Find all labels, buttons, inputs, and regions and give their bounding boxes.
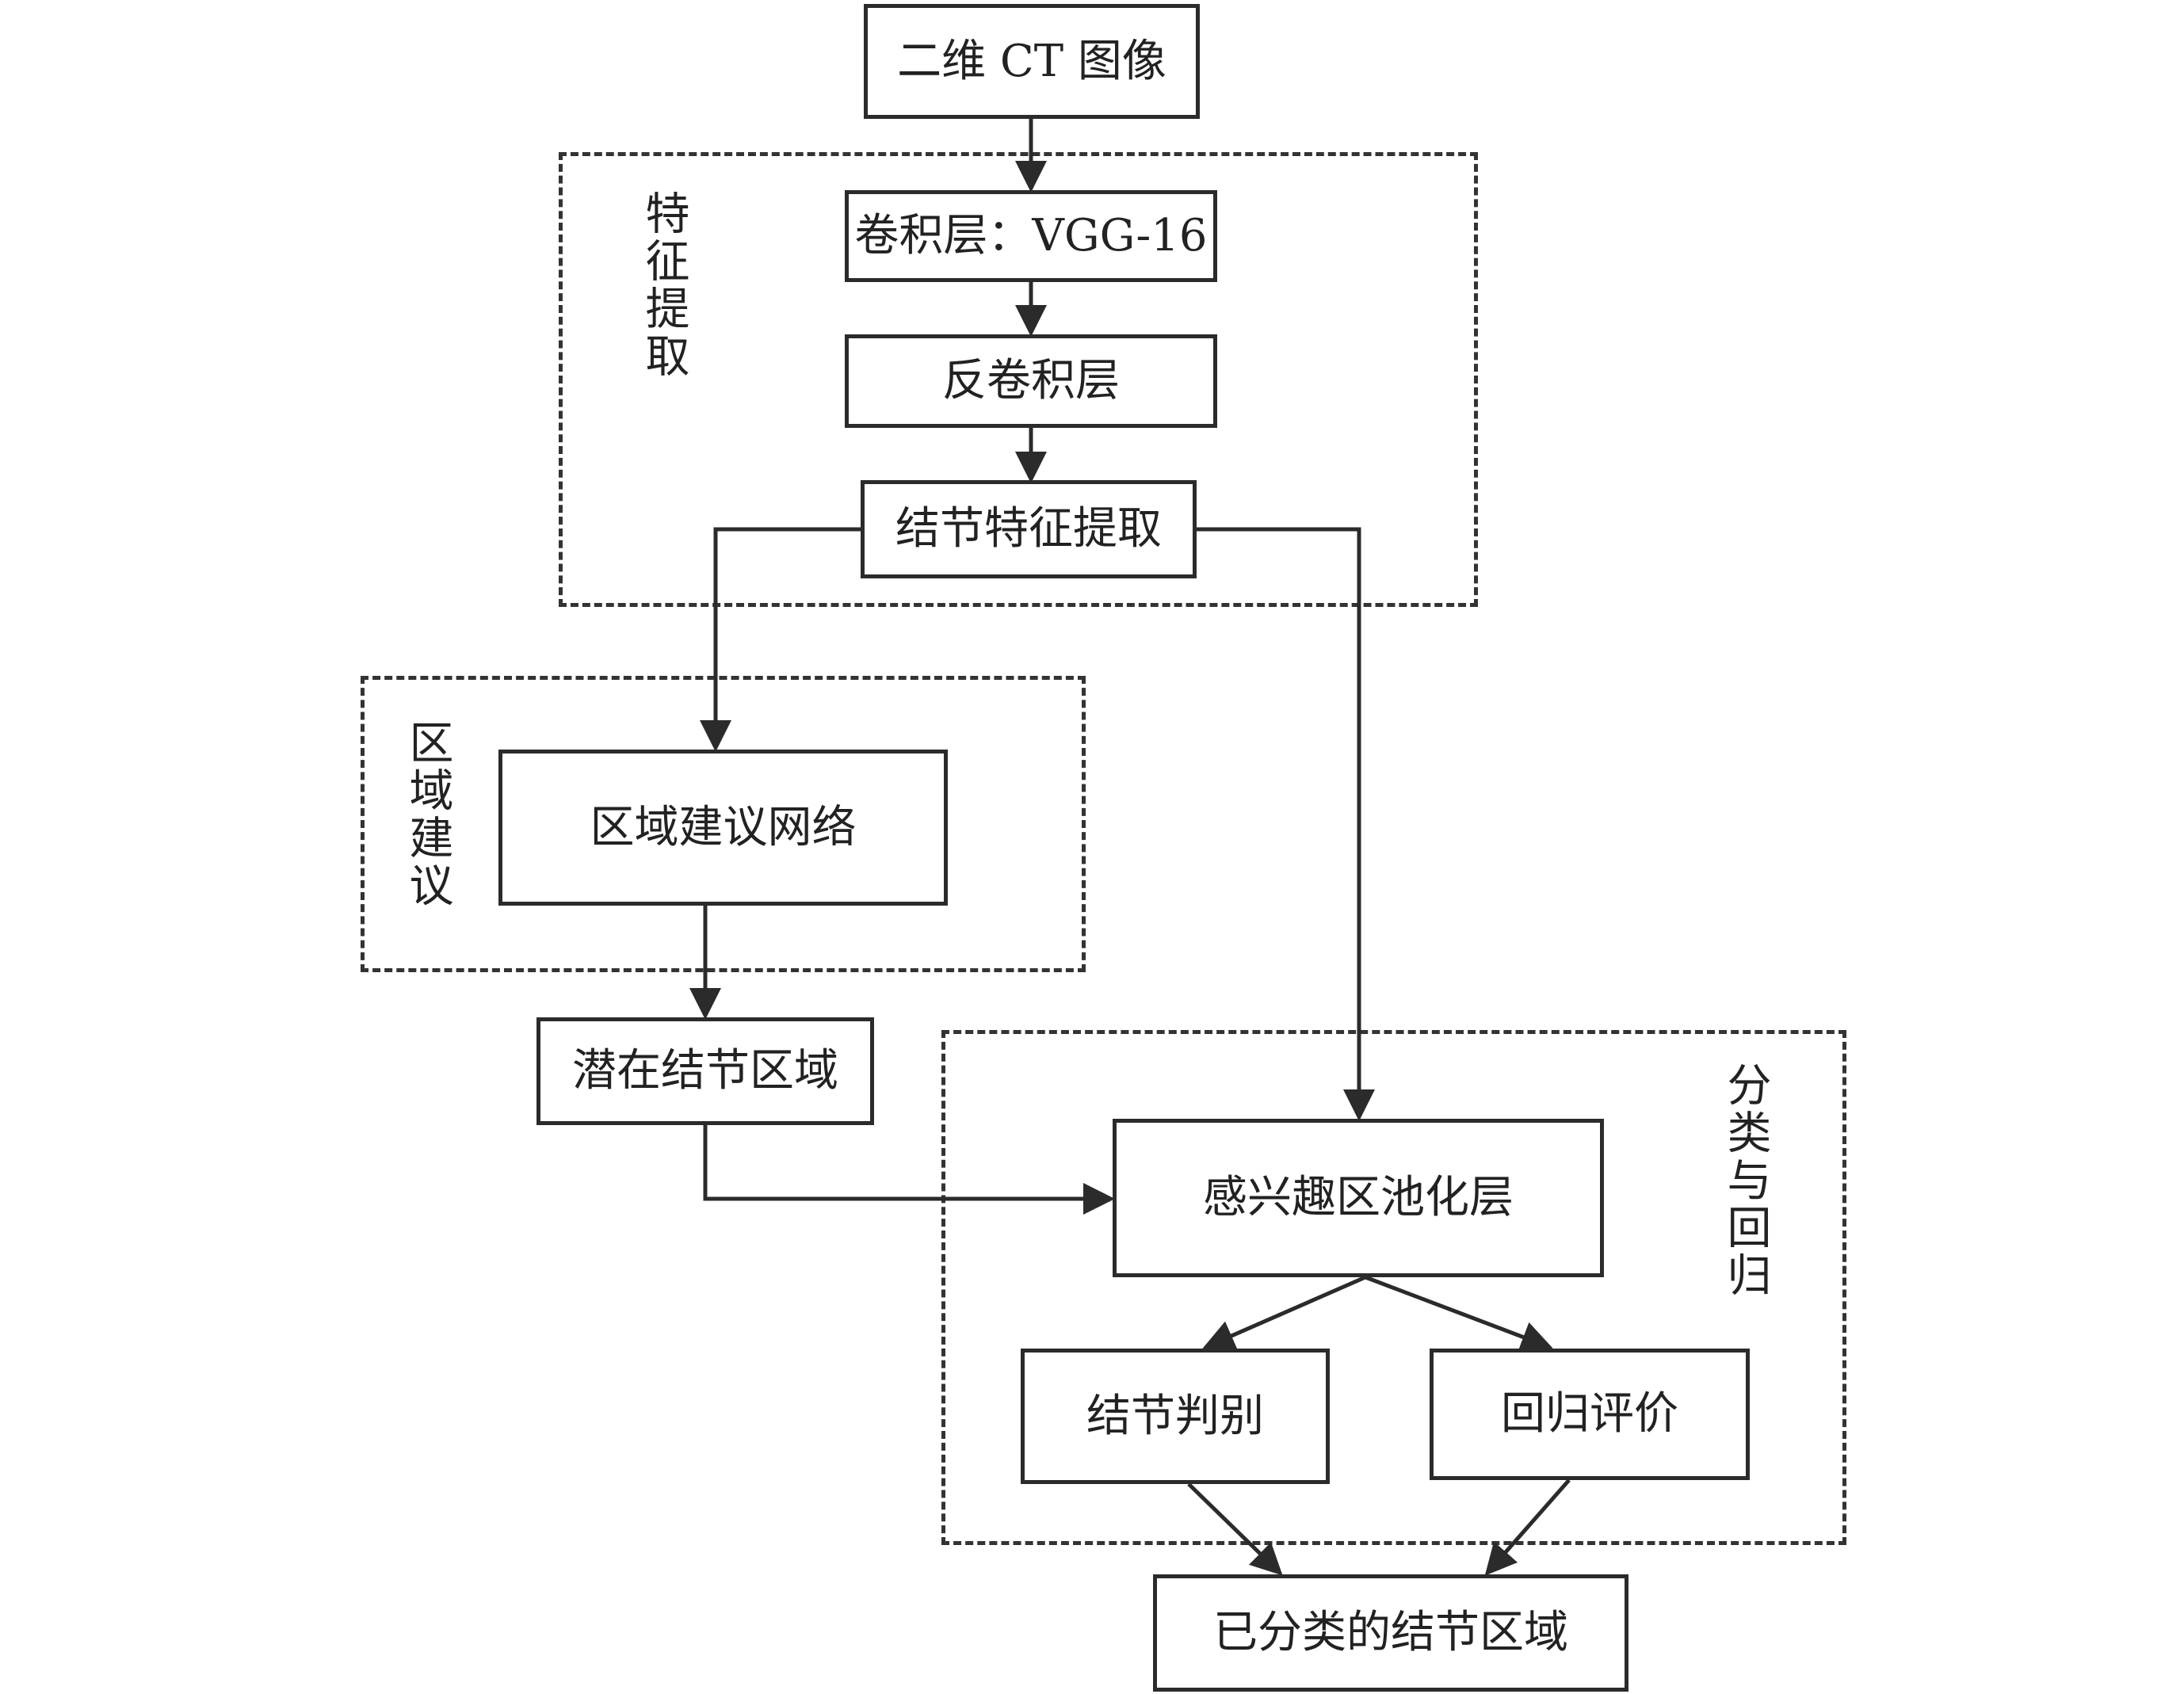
node-deconv-layer: 反卷积层 [845, 334, 1217, 428]
arrow-feature-to-roipool [1197, 527, 1375, 1121]
arrow-roipool-to-judge [1202, 1275, 1367, 1351]
node-conv-layer: 卷积层：VGG-16 [845, 190, 1217, 282]
arrow-regression-to-output [1484, 1478, 1571, 1576]
node-roi-pooling-layer: 感兴趣区池化层 [1113, 1119, 1604, 1277]
node-nodule-judgment: 结节判别 [1021, 1349, 1330, 1484]
node-region-proposal-network: 区域建议网络 [498, 750, 948, 906]
arrow-feature-to-rpn [700, 527, 861, 752]
arrow-judge-to-output [1187, 1482, 1283, 1576]
group-label-classify-regress: 分类与回归 [1720, 1062, 1771, 1299]
node-nodule-feature-extraction: 结节特征提取 [861, 480, 1197, 578]
node-classified-nodule-region: 已分类的结节区域 [1153, 1574, 1628, 1692]
group-label-region-proposal: 区域建议 [402, 719, 453, 910]
group-classify-regress [941, 1030, 1846, 1545]
node-regression-evaluation: 回归评价 [1430, 1349, 1750, 1480]
node-candidate-nodule-region: 潜在结节区域 [536, 1017, 874, 1125]
arrow-candidate-to-roipool [703, 1125, 1115, 1215]
group-label-feature-extraction: 特征提取 [638, 190, 689, 380]
arrow-roipool-to-regression [1365, 1275, 1553, 1353]
group-feature-extraction [559, 152, 1478, 607]
node-ct-image: 二维 CT 图像 [864, 4, 1200, 119]
group-region-proposal [361, 676, 1086, 972]
